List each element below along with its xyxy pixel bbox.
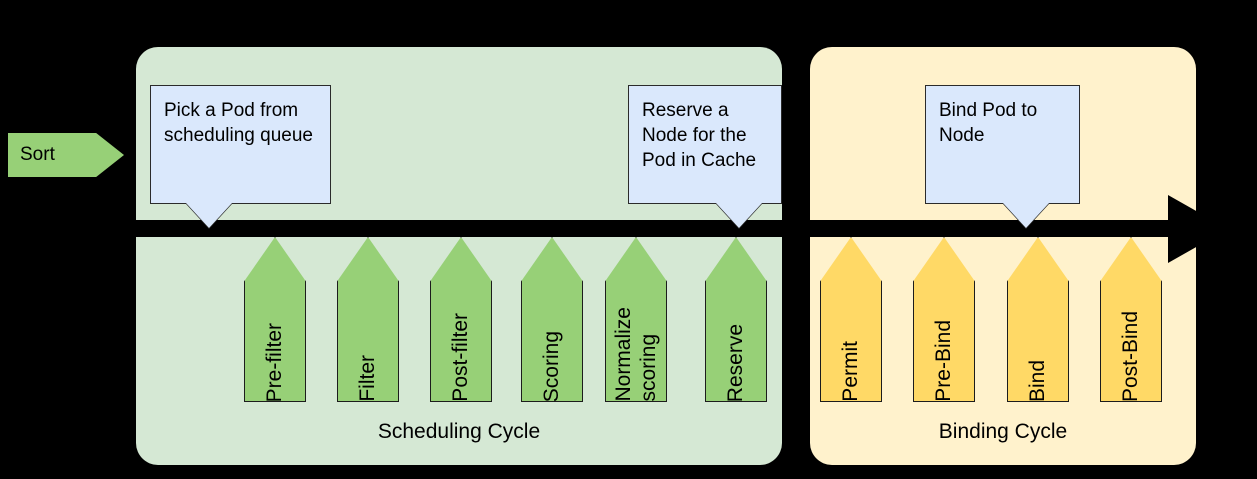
callout-bind-pod: Bind Pod to Node (925, 85, 1080, 228)
phase-arrow-permit: Permit (820, 237, 882, 402)
callout-bind-pod-text: Bind Pod to Node (925, 85, 1080, 204)
pipeline-timeline-bar (136, 220, 1178, 237)
phase-arrow-post-bind-label: Post-Bind (1119, 310, 1142, 402)
phase-arrow-reserve: Reserve (705, 237, 767, 402)
phase-arrow-pre-bind-label: Pre-Bind (932, 320, 955, 402)
phase-arrow-scoring: Scoring (521, 237, 583, 402)
phase-arrow-reserve-label: Reserve (724, 323, 747, 402)
pipeline-timeline-arrowhead (1168, 195, 1228, 263)
scheduling-cycle-label: Scheduling Cycle (377, 420, 541, 443)
phase-arrow-post-bind: Post-Bind (1100, 237, 1162, 402)
phase-arrow-normalize-scoring: Normalize scoring (605, 237, 667, 402)
phase-arrow-pre-bind: Pre-Bind (913, 237, 975, 402)
callout-pick-pod: Pick a Pod from scheduling queue (150, 85, 331, 228)
callout-reserve-node-text: Reserve a Node for the Pod in Cache (628, 85, 782, 204)
phase-arrow-scoring-label: Scoring (540, 330, 563, 402)
phase-arrow-bind-label: Bind (1026, 359, 1049, 402)
phase-arrow-filter-label: Filter (356, 355, 379, 402)
phase-arrow-permit-label: Permit (839, 341, 862, 402)
callout-pick-pod-text: Pick a Pod from scheduling queue (150, 85, 331, 204)
phase-arrow-post-filter-label: Post-filter (449, 313, 472, 402)
callout-bind-pod-tail (1003, 203, 1049, 228)
phase-arrow-normalize-scoring-label: Normalize scoring (612, 307, 660, 402)
phase-arrow-bind: Bind (1007, 237, 1069, 402)
callout-pick-pod-tail (186, 203, 232, 228)
binding-cycle-label: Binding Cycle (938, 420, 1068, 443)
phase-arrow-pre-filter: Pre-filter (244, 237, 306, 402)
phase-arrow-post-filter: Post-filter (430, 237, 492, 402)
sort-phase-label: Sort (20, 144, 55, 165)
callout-reserve-node: Reserve a Node for the Pod in Cache (628, 85, 782, 228)
sort-phase-arrow: Sort (8, 133, 124, 177)
phase-arrow-filter: Filter (337, 237, 399, 402)
callout-reserve-node-tail (716, 203, 762, 228)
phase-arrow-pre-filter-label: Pre-filter (263, 322, 286, 402)
